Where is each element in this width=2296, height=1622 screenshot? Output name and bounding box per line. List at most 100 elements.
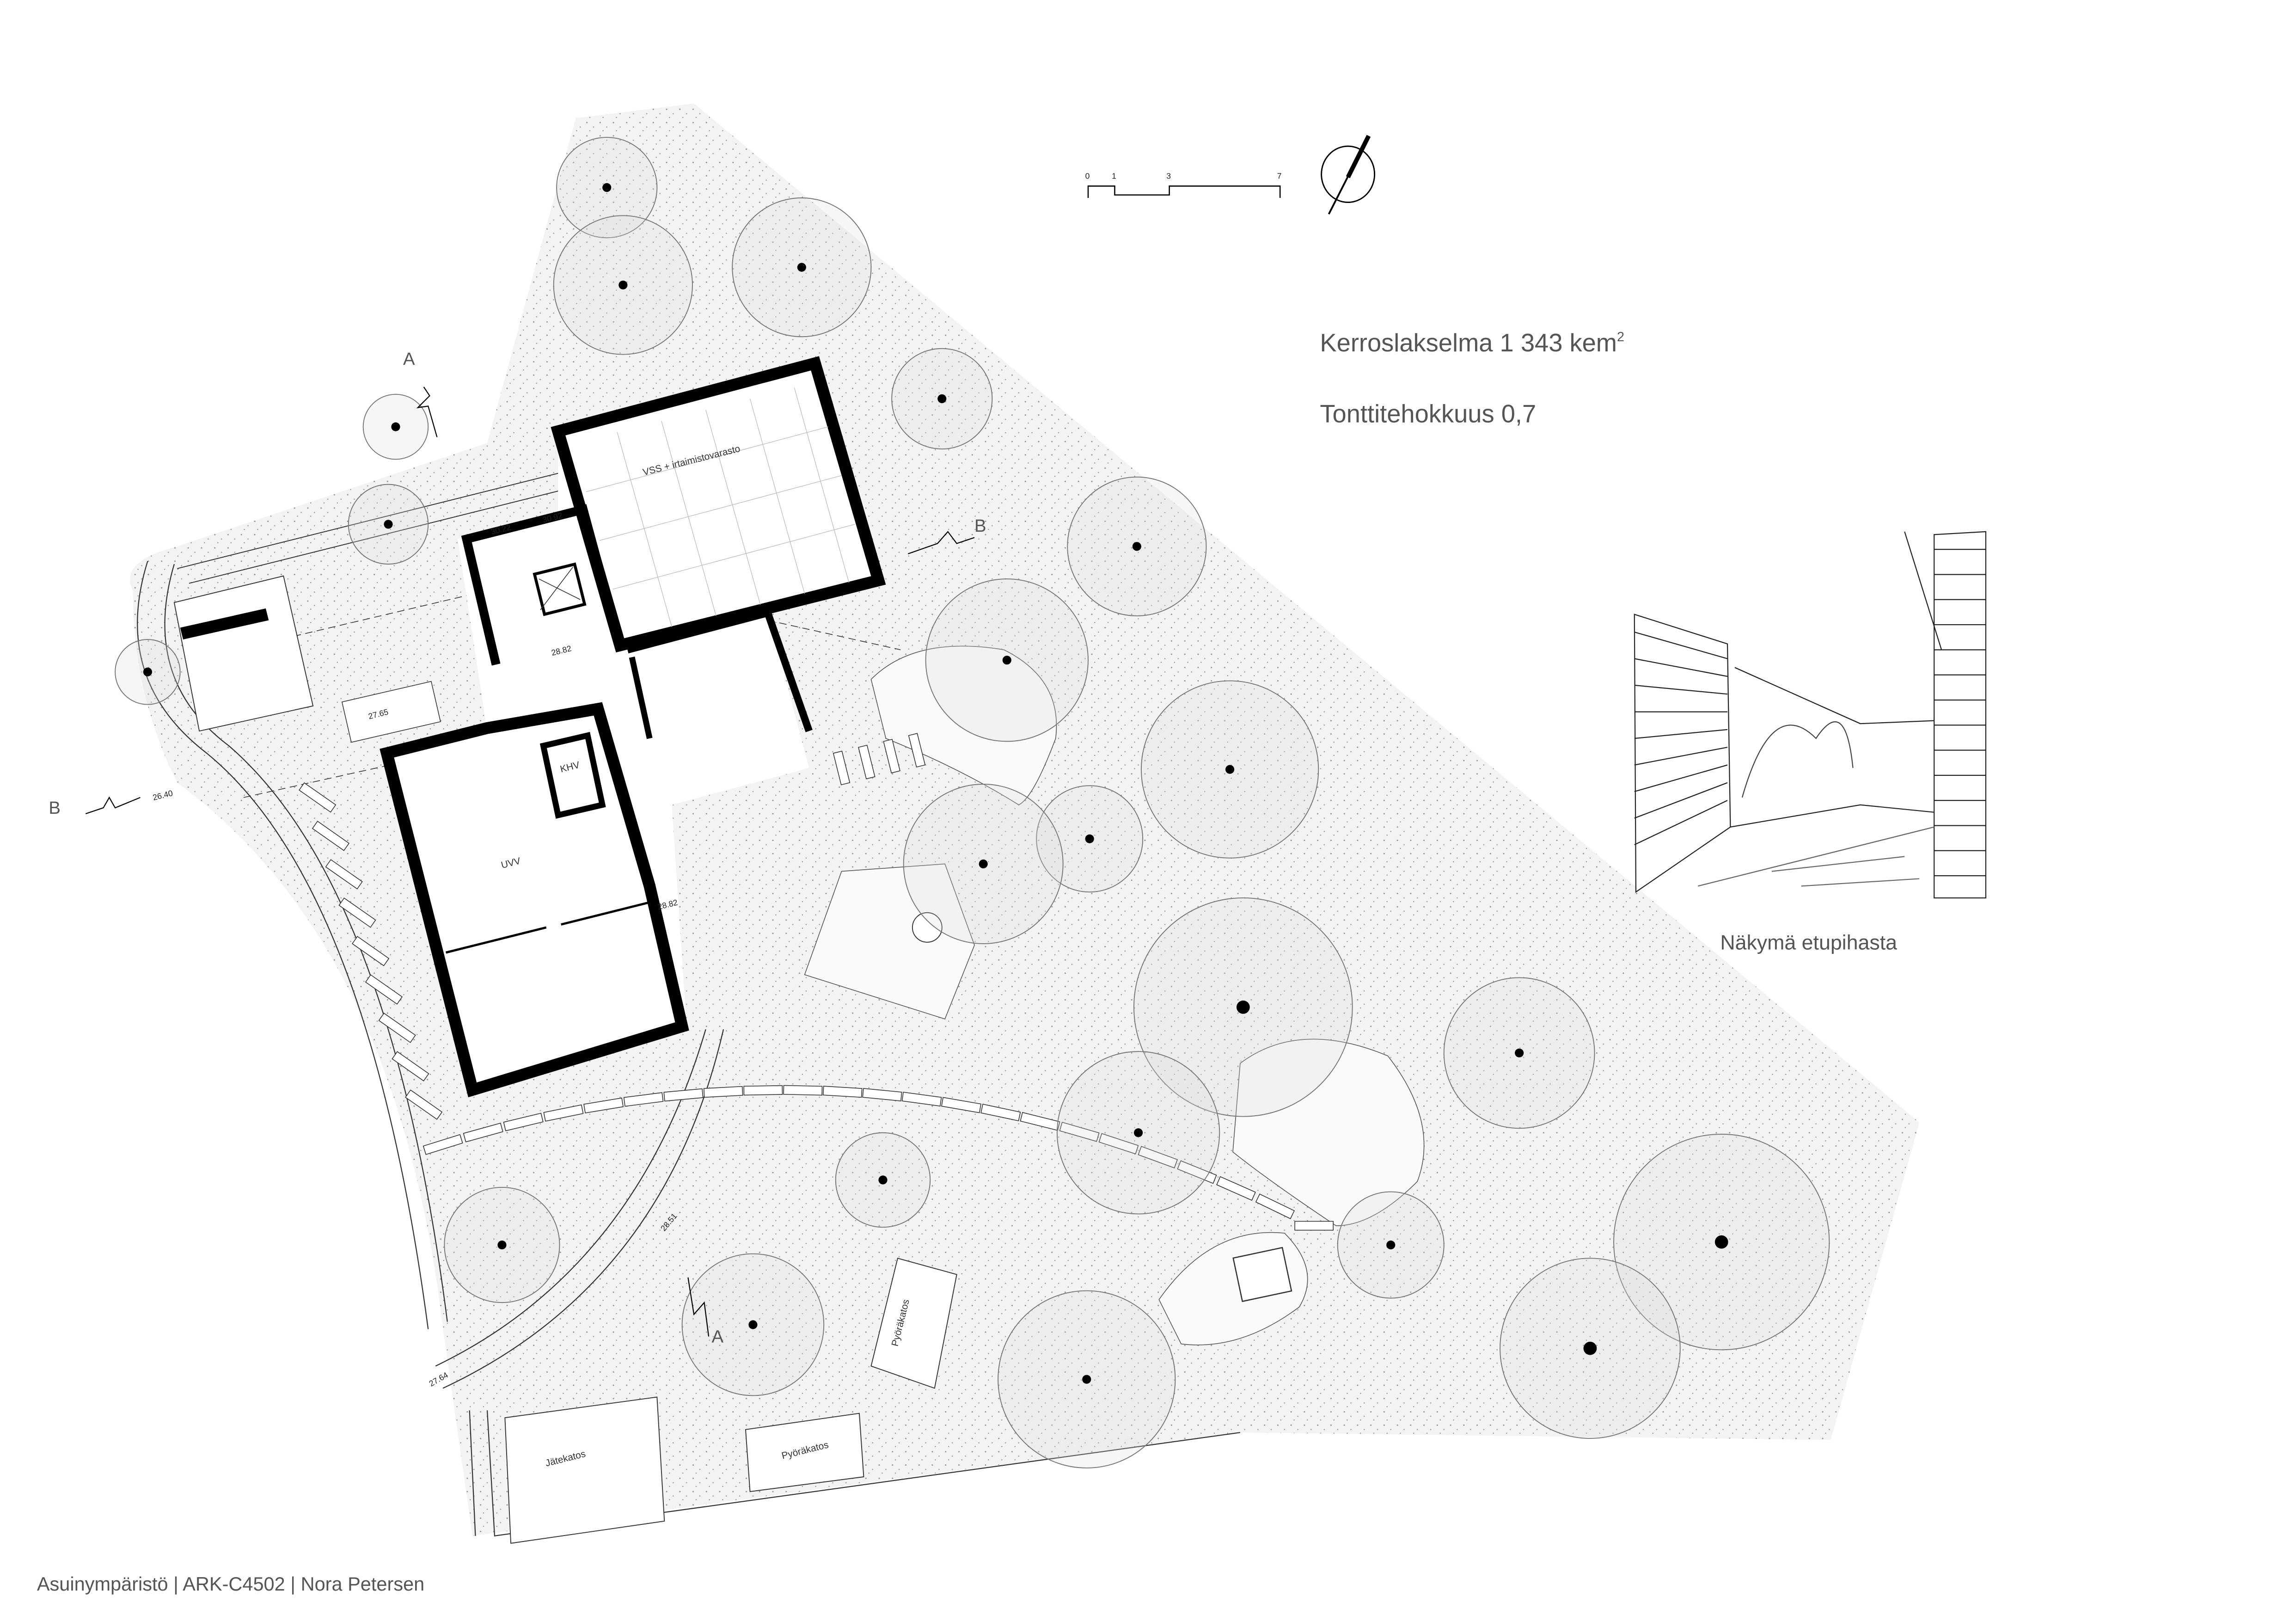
section-b-right-icon [907,531,975,554]
section-label-b-left: B [49,798,61,818]
stepping-stone [463,1123,503,1143]
storage-grid [586,387,855,627]
khv-walls [539,731,606,819]
stepping-stone [1255,1193,1295,1219]
patio-3 [1232,1038,1425,1226]
scale-tick: 3 [1166,171,1171,180]
north-arrow-icon [1321,135,1376,215]
stepping-stone [338,897,376,928]
stepping-stone [583,1097,624,1114]
stepping-stone [908,733,926,768]
section-a-top-icon [416,387,438,437]
section-b-left-icon [85,796,141,814]
grid-line [586,426,828,492]
stepping-stone [422,1134,463,1155]
brick-line [1634,764,1728,793]
stepping-stone [862,1088,902,1101]
stepping-stone [365,974,403,1005]
floor-area-text: Kerroslakselma 1 343 kem2 [1320,329,1624,357]
tree-trunk-icon [797,263,806,272]
stair-walls [461,504,625,666]
section-label-b-right: B [974,516,986,536]
stepping-stone [623,1092,664,1107]
curb-left [137,561,448,1329]
tree-trunk-icon [1082,1375,1091,1384]
tree-trunk-icon [1002,656,1011,665]
stepping-stone [378,1013,416,1043]
perspective-sketch [1634,531,1987,899]
patio-2 [804,863,975,1020]
brick-line [1634,684,1728,695]
tree-trunk-icon [937,394,947,403]
uvv-walls [380,702,689,1098]
tree-trunk-icon [618,280,628,290]
stepping-stone [1177,1160,1217,1184]
stepping-stone [783,1085,823,1096]
grid-line [794,387,850,583]
footer-credit: Asuinympäristö | ARK-C4502 | Nora Peters… [37,1573,424,1595]
scale-tick: 0 [1085,171,1090,180]
stepping-stone [858,744,876,780]
scale-tick: 1 [1112,171,1116,180]
stepping-stone [833,750,851,786]
tree-trunk-icon [1225,765,1235,774]
stepping-stone [1216,1176,1256,1201]
tree-trunk-icon [1236,1000,1250,1014]
view-caption: Näkymä etupihasta [1720,932,1897,954]
stepping-stone [901,1092,942,1107]
brick-line [1634,800,1728,845]
grid-line [617,432,672,627]
brick-line [1634,747,1728,766]
tree-trunk-icon [391,422,400,431]
uvv-partitions [446,901,650,954]
stepping-stone [299,782,337,813]
tree-trunk-icon [497,1240,507,1250]
section-label-a-top: A [403,349,415,369]
grid-line [612,524,855,590]
trees [115,137,1830,1468]
plot-efficiency-text: Tonttitehokkuus 0,7 [1320,399,1536,428]
elevation-label: 27.64 [428,1370,450,1388]
stepping-stone [743,1085,783,1096]
scale-bar: 0 1 3 7 [1085,171,1282,198]
stepping-stone [543,1104,584,1122]
stepping-stone [941,1097,981,1113]
stepping-stone [883,738,900,774]
section-label-a-bottom: A [712,1327,724,1346]
tree-trunk-icon [1386,1240,1396,1250]
grid-line [705,410,761,605]
stepping-stone [352,936,390,966]
stepping-stone [980,1104,1021,1121]
stepping-stone [312,821,350,851]
stepping-stones [299,733,1334,1231]
building-floor [386,363,879,1093]
tree-trunk-icon [878,1175,888,1185]
boundary-bottom [469,1410,1241,1537]
stepping-stone [1098,1133,1139,1155]
waste-shelter [504,1396,665,1544]
bike-shelter-bottom [745,1413,864,1493]
elevation-label: 26.40 [152,788,174,802]
sauna-walls-2 [629,656,653,739]
brick-line [1634,658,1728,677]
elevator-cross [539,567,581,610]
round-table [912,912,943,943]
sandbox [1232,1247,1292,1303]
tree-trunk-icon [1714,1235,1728,1249]
brick-line [1634,729,1728,739]
stepping-stone [1294,1221,1334,1231]
tree-trunk-icon [1133,1128,1143,1137]
brick-line [1634,631,1728,659]
stepping-stone [405,1089,443,1120]
grid-line [661,421,716,616]
path-top [177,472,561,584]
stepping-stone [1059,1122,1100,1142]
stepping-stone [392,1051,429,1081]
shed-left [173,575,314,732]
stepping-stone [1020,1112,1060,1131]
bike-shelter-right [870,1258,957,1389]
tree-trunk-icon [1515,1048,1524,1057]
tree-trunk-icon [1132,542,1141,551]
tree-trunk-icon [1085,834,1094,843]
